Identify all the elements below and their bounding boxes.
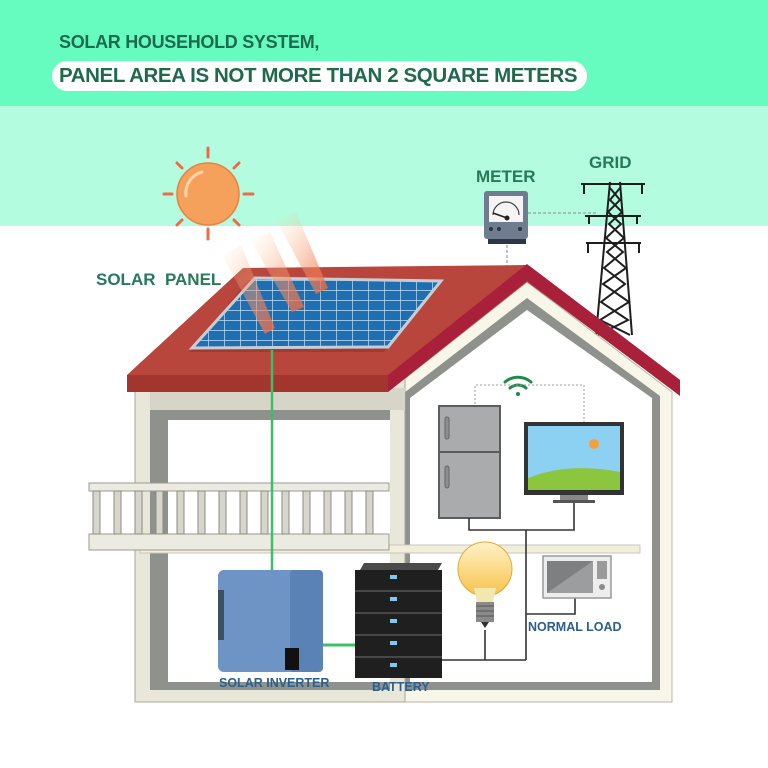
- fridge-icon: [438, 405, 501, 519]
- label-solar-panel: SOLAR PANEL: [96, 270, 222, 289]
- sun-rays: [222, 212, 328, 334]
- power-tower-icon: [581, 181, 645, 336]
- page-title: SOLAR HOUSEHOLD SYSTEM,: [59, 32, 320, 52]
- inverter-icon: [218, 570, 323, 672]
- balcony: [88, 482, 390, 551]
- battery-rack-icon: [355, 563, 442, 678]
- electric-meter-icon: [484, 191, 528, 244]
- sun-icon: [162, 146, 255, 241]
- label-battery: BATTERY: [372, 680, 430, 694]
- sky-band: [0, 106, 768, 226]
- label-solar-inverter: SOLAR INVERTER: [219, 676, 330, 690]
- tv-icon: [524, 422, 624, 503]
- label-normal-load: NORMAL LOAD: [528, 620, 622, 634]
- label-grid: GRID: [589, 153, 632, 172]
- microwave-icon: [542, 555, 612, 599]
- page-subtitle: PANEL AREA IS NOT MORE THAN 2 SQUARE MET…: [52, 61, 588, 91]
- label-meter: METER: [476, 167, 536, 186]
- light-bulb-icon: [457, 541, 513, 628]
